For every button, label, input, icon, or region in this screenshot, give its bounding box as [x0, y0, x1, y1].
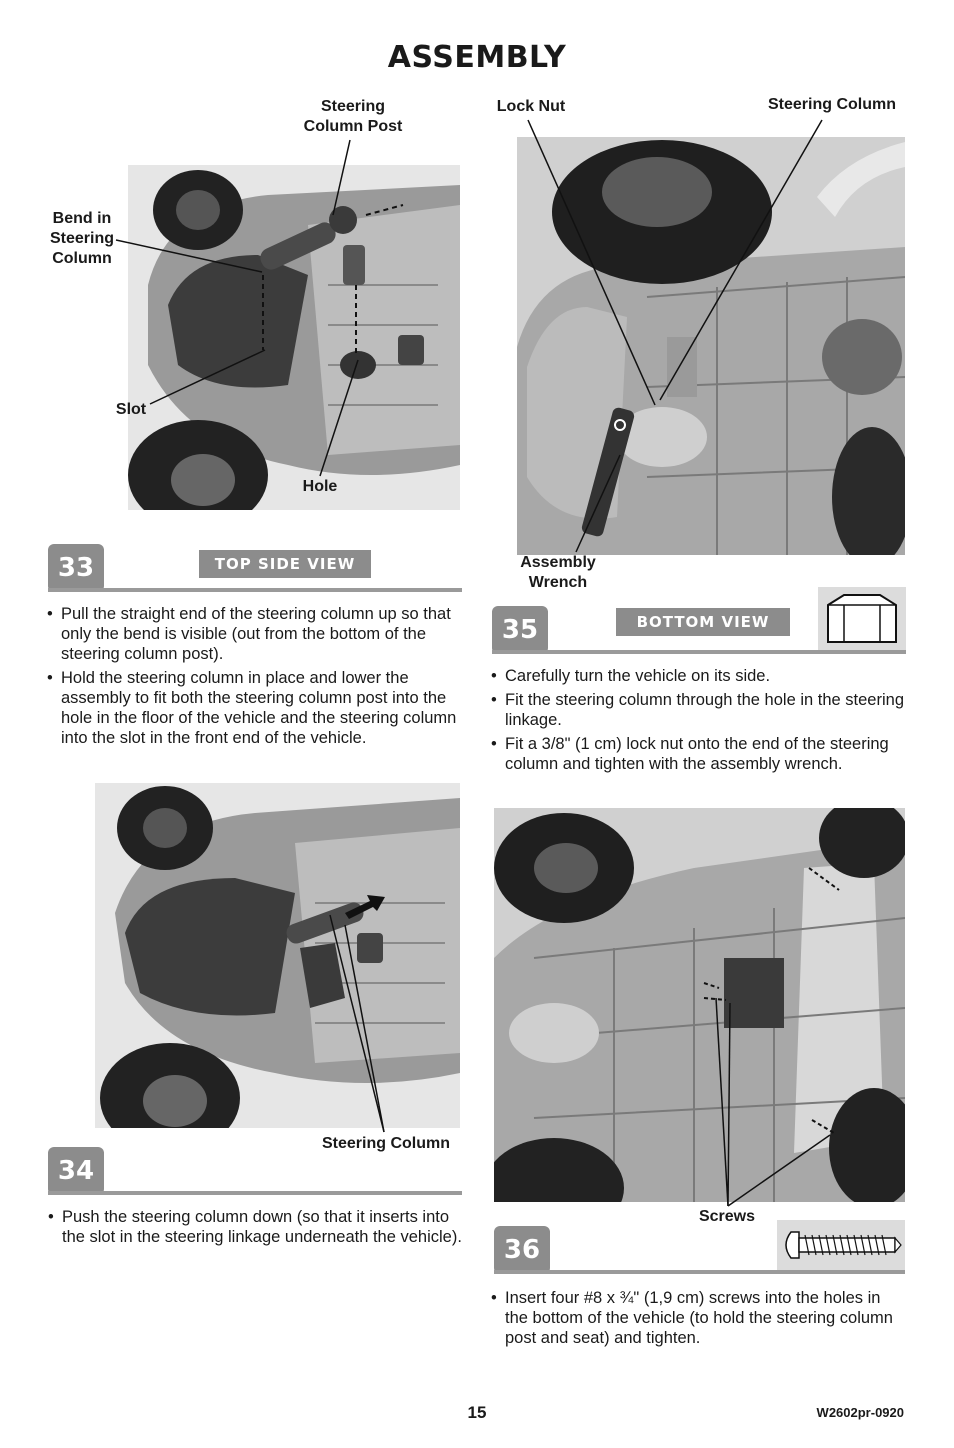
step-33-illustration [128, 165, 460, 510]
callout-steering-column-34: Steering Column [321, 1135, 450, 1152]
step-divider [492, 650, 820, 654]
step-divider [494, 1270, 778, 1274]
callout-hole: Hole [302, 478, 338, 495]
step-number-badge: 35 [492, 606, 548, 654]
callout-lock-nut: Lock Nut [496, 98, 566, 115]
step-number-badge: 36 [494, 1226, 550, 1274]
step-36-illustration [494, 808, 905, 1202]
step-36-header: 36 [494, 1226, 778, 1274]
instruction-item: Fit a 3/8" (1 cm) lock nut onto the end … [491, 734, 905, 774]
step-33-instructions: Pull the straight end of the steering co… [47, 604, 461, 752]
step-36-instructions: Insert four #8 x ¾" (1,9 cm) screws into… [491, 1288, 905, 1352]
lock-nut-icon [818, 587, 906, 654]
step-number-badge: 34 [48, 1147, 104, 1195]
callout-slot: Slot [115, 401, 147, 418]
screw-icon [777, 1220, 905, 1274]
step-35-instructions: Carefully turn the vehicle on its side. … [491, 666, 905, 778]
instruction-item: Push the steering column down (so that i… [48, 1207, 462, 1247]
step-34-header: 34 [48, 1147, 462, 1195]
callout-screws: Screws [698, 1208, 756, 1225]
step-number-badge: 33 [48, 544, 104, 592]
step-33-header: 33 TOP SIDE VIEW [48, 544, 462, 592]
document-code: W2602pr-0920 [816, 1405, 904, 1420]
page-title: ASSEMBLY [387, 40, 567, 75]
step-divider [48, 588, 462, 592]
step-34-instructions: Push the steering column down (so that i… [48, 1207, 462, 1251]
step-35-illustration [517, 137, 905, 555]
callout-bend-in-steering-column: Bend in Steering Column [49, 210, 114, 267]
view-label-top-side: TOP SIDE VIEW [199, 550, 371, 578]
instruction-item: Pull the straight end of the steering co… [47, 604, 461, 664]
callout-steering-column-top: Steering Column [767, 96, 896, 113]
instruction-item: Carefully turn the vehicle on its side. [491, 666, 905, 686]
callout-steering-column-post: Steering Column Post [303, 98, 403, 135]
step-35-header: 35 BOTTOM VIEW [492, 606, 820, 654]
page-number: 15 [467, 1403, 487, 1422]
instruction-item: Insert four #8 x ¾" (1,9 cm) screws into… [491, 1288, 905, 1348]
step-34-illustration [95, 783, 460, 1128]
step-divider [48, 1191, 462, 1195]
callout-assembly-wrench: Assembly Wrench [520, 554, 596, 591]
instruction-item: Fit the steering column through the hole… [491, 690, 905, 730]
instruction-item: Hold the steering column in place and lo… [47, 668, 461, 748]
view-label-bottom: BOTTOM VIEW [616, 608, 790, 636]
